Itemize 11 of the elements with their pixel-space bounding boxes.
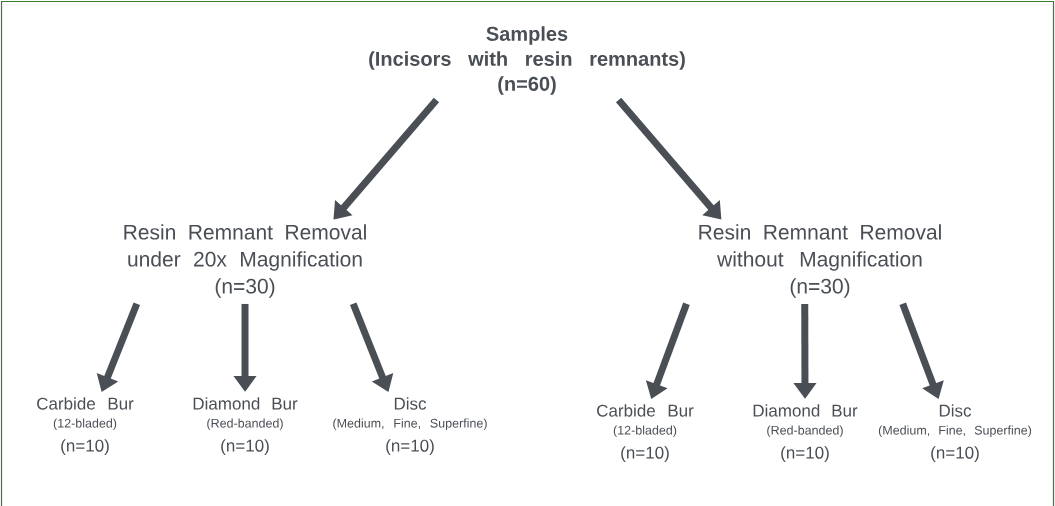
- subgroup-text: Disc (Medium, Fine, Superfine) (n=10): [878, 404, 1032, 462]
- group-text: Resin Remnant Removal without Magnification (n=30): [699, 224, 941, 298]
- heading-text: Samples (Incisors with resin remnants) (n=60): [369, 26, 685, 95]
- arrow: [333, 97, 440, 220]
- subgroup-text: Carbide Bur (12-bladed) (n=10): [37, 397, 134, 455]
- arrow: [615, 97, 722, 220]
- subgroup-text: Diamond Bur (Red-banded) (n=10): [193, 397, 298, 455]
- group-text: Resin Remnant Removal under 20x Magnification (n=30): [124, 224, 366, 298]
- subgroup-text: Carbide Bur (12-bladed) (n=10): [597, 404, 694, 462]
- subgroup-text: Disc (Medium, Fine, Superfine) (n=10): [333, 397, 487, 455]
- subgroup-text: Diamond Bur (Red-banded) (n=10): [753, 404, 858, 462]
